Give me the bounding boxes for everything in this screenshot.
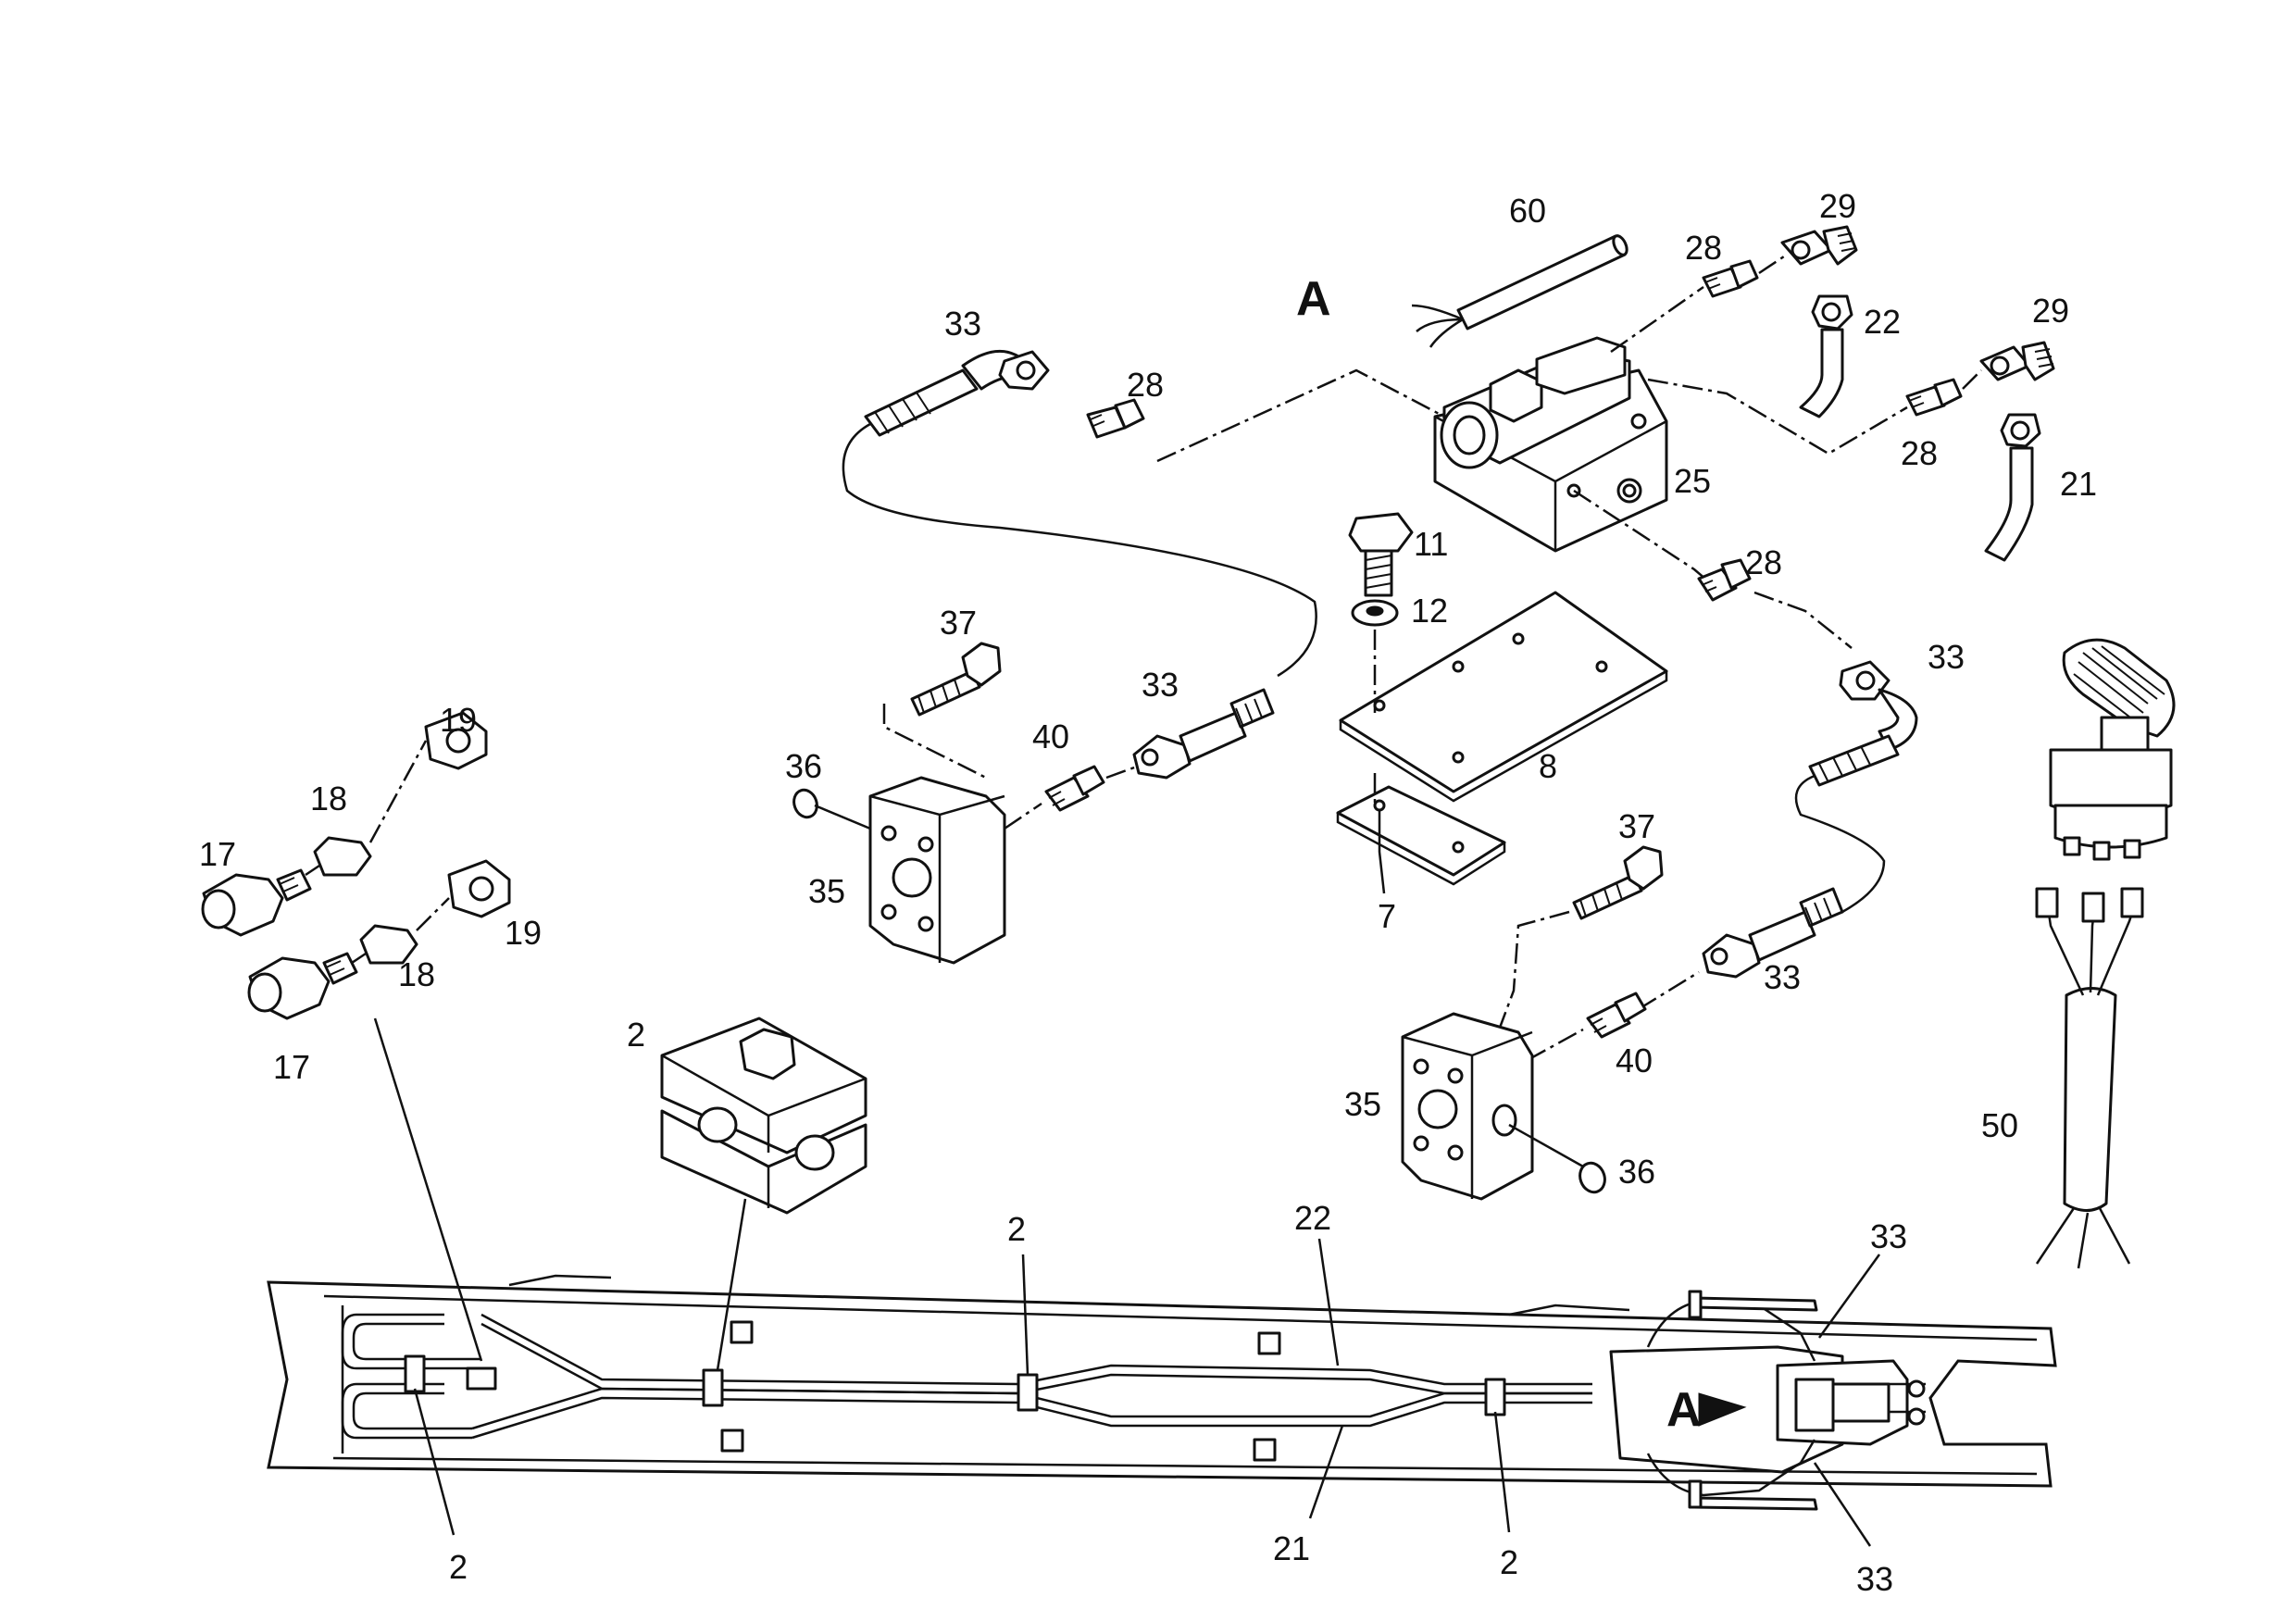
callout-36-right: 36: [1618, 1153, 1655, 1191]
key-switch: [2049, 638, 2176, 861]
rail-assembly: [267, 1274, 2057, 1511]
cable-60: [1411, 234, 1628, 348]
callout-37-left: 37: [940, 604, 977, 642]
valve-block-25: [1433, 336, 1668, 553]
leader-28-right: [1647, 378, 1908, 455]
callout-19-upper: 19: [440, 701, 477, 739]
callout-2-left: 2: [449, 1548, 468, 1586]
leader-2-large: [716, 1198, 747, 1371]
screw-37-left: [910, 642, 1002, 717]
leader-2-right: [1493, 1411, 1511, 1533]
callout-33-right-upper: 33: [1928, 638, 1965, 676]
leader-21-rail: [1308, 1425, 1344, 1519]
callout-29-top: 29: [1819, 187, 1856, 225]
callout-2-large: 2: [627, 1016, 645, 1054]
callout-35-right: 35: [1344, 1085, 1381, 1123]
leader-35-right: [1527, 1028, 1584, 1062]
leader-29-right: [1962, 369, 1982, 390]
callout-36-left: 36: [785, 747, 822, 785]
callout-21-top: 21: [2060, 465, 2097, 503]
hose-end-33-right-upper: [1794, 660, 1918, 914]
elbow-29-top: [1780, 225, 1858, 266]
callout-33-right-lower: 33: [1764, 958, 1801, 996]
callout-2-right: 2: [1500, 1543, 1518, 1581]
callout-12: 12: [1411, 592, 1448, 630]
fitting-set-lower: [247, 859, 511, 1020]
elbow-29-right: [1979, 341, 2055, 381]
fitting-28-top: [1702, 259, 1759, 298]
pipe-22: [1799, 294, 1853, 418]
leader-37-right: [1498, 910, 1570, 1029]
leader-28-left: [1156, 368, 1445, 463]
leader-22-rail: [1317, 1238, 1340, 1366]
callout-17-lower: 17: [273, 1048, 310, 1086]
screw-37-right: [1572, 845, 1664, 920]
block-35-right: [1401, 1012, 1534, 1201]
callout-18-lower: 18: [398, 955, 435, 993]
callout-28-lower: 28: [1745, 543, 1782, 581]
callout-11: 11: [1414, 525, 1448, 563]
callout-33-middle: 33: [1142, 666, 1179, 704]
oring-36-left: [792, 788, 871, 830]
callout-40-right: 40: [1616, 1042, 1653, 1079]
leader-40-right: [1638, 970, 1700, 1011]
pipe-21-top: [1984, 413, 2041, 562]
callout-18-upper: 18: [310, 780, 347, 817]
callout-19-lower: 19: [505, 914, 542, 952]
leader-37-left: [882, 704, 987, 780]
callout-33-rail-bottom: 33: [1856, 1560, 1893, 1598]
callout-22-rail: 22: [1294, 1199, 1331, 1237]
block-35-left: [868, 776, 1006, 965]
callout-17-upper: 17: [199, 835, 236, 873]
fitting-40-left: [1044, 765, 1105, 812]
leader-40-left: [1004, 765, 1138, 830]
leader-33-rail-bottom: [1813, 1462, 1872, 1547]
leader-29-top: [1758, 253, 1788, 275]
callout-33-rail-top: 33: [1870, 1217, 1907, 1255]
leader-7: [1378, 810, 1386, 894]
hose-end-33-middle: [1132, 688, 1275, 780]
callout-22: 22: [1864, 303, 1901, 341]
fitting-28-left: [1086, 398, 1145, 439]
leader-2-mid: [1021, 1254, 1029, 1376]
callout-50: 50: [1981, 1106, 2018, 1144]
fitting-28-right: [1905, 378, 1963, 417]
fitting-40-right: [1586, 992, 1647, 1039]
callout-28-right: 28: [1901, 434, 1938, 472]
bolt-11: [1348, 512, 1414, 597]
callout-7: 7: [1378, 897, 1396, 935]
callout-21-rail: 21: [1273, 1529, 1310, 1567]
callout-29-right: 29: [2032, 292, 2069, 330]
oring-36-right: [1508, 1123, 1606, 1194]
callout-60: 60: [1509, 192, 1546, 230]
hose-end-33-right-lower: [1702, 887, 1844, 979]
callout-28-top: 28: [1685, 229, 1722, 267]
callout-25: 25: [1674, 462, 1711, 500]
cable-50: [2035, 887, 2144, 1269]
plate-7: [1336, 785, 1506, 886]
callout-28-left: 28: [1127, 366, 1164, 404]
leader-28-top: [1610, 285, 1704, 354]
clamp-2-large: [660, 1017, 867, 1215]
leader-2-left: [413, 1388, 455, 1536]
fitting-28-lower: [1697, 558, 1752, 602]
washer-12: [1351, 599, 1399, 627]
callout-37-right: 37: [1618, 807, 1655, 845]
assembly-marker-a: A: [1666, 1383, 1702, 1437]
callout-8: 8: [1539, 747, 1557, 785]
callout-40-left: 40: [1032, 717, 1069, 755]
leader-33-rail-top: [1817, 1254, 1881, 1339]
view-label-a: A: [1296, 272, 1331, 326]
leader-33-right: [1753, 591, 1853, 649]
callout-2-mid: 2: [1007, 1210, 1026, 1248]
callout-33-top: 33: [944, 305, 981, 343]
fitting-set-upper: [201, 711, 488, 937]
plate-8: [1339, 591, 1668, 803]
callout-35-left: 35: [808, 872, 845, 910]
hose-end-33-top: [842, 349, 1317, 678]
leader-17-rail: [373, 1017, 483, 1362]
